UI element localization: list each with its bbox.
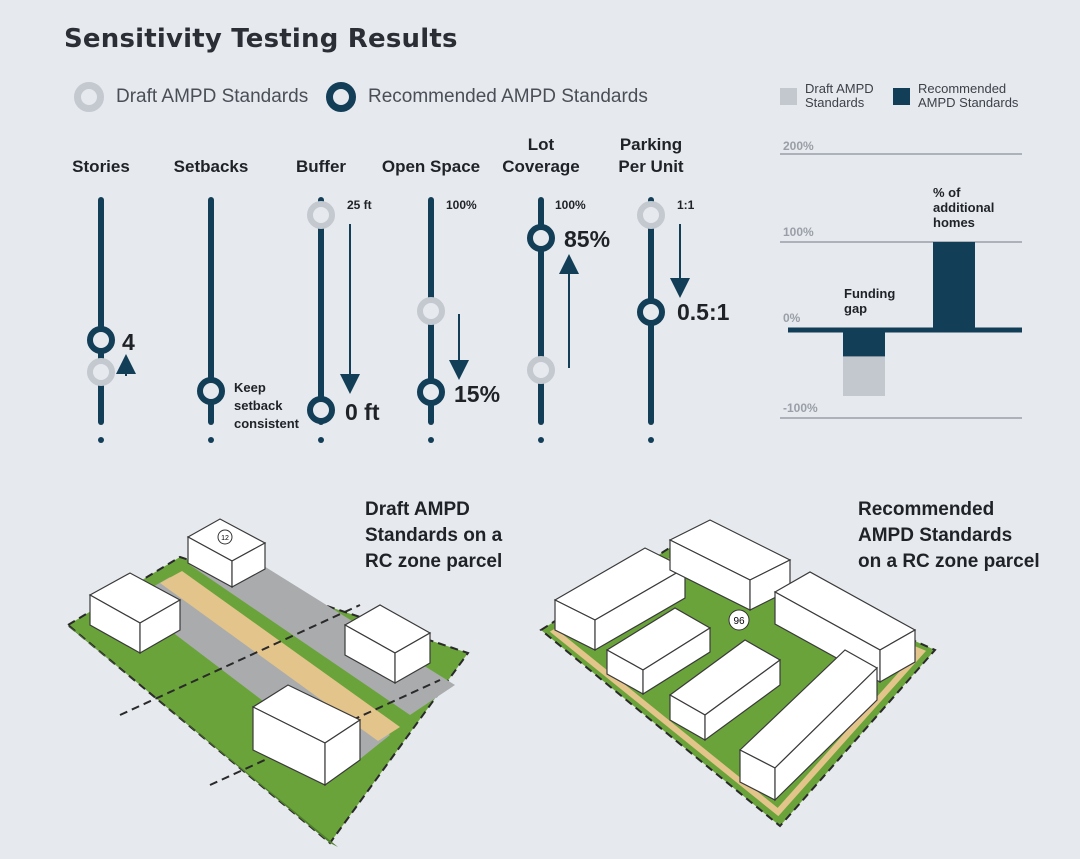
buffer-value: 0 ft (345, 399, 380, 425)
right-building-row-2 (668, 519, 792, 611)
right-building-row-1 (553, 547, 687, 652)
right-stories-badge: 96 (733, 616, 745, 627)
buffer-draft-knob (307, 201, 335, 229)
stories-label: Stories (72, 157, 130, 176)
lot-coverage-label-line1: Lot (527, 135, 555, 154)
stories-draft-knob (87, 358, 115, 386)
open-space-value: 15% (454, 381, 501, 407)
legend-draft: Draft AMPD Standards (74, 82, 308, 112)
right-caption: Recommended AMPD Standards on a RC zone … (858, 497, 1040, 575)
parking-label: Parking Per Unit (618, 134, 683, 178)
stories-value: 4 (122, 329, 135, 355)
setbacks-note: Keep setback consistent (234, 379, 299, 433)
stories-recommended-knob (87, 326, 115, 354)
chart-legend-rec-line1: Recommended (918, 81, 1007, 96)
lot-coverage-track-end (538, 437, 544, 443)
chart-legend-rec-line2: AMPD Standards (918, 95, 1019, 110)
setbacks-note-line3: consistent (234, 416, 300, 431)
left-lot-line-a (119, 604, 361, 716)
lot-coverage-value: 85% (564, 226, 611, 252)
funding-gap-line2: gap (844, 301, 868, 316)
left-building-4 (251, 684, 362, 787)
buffer-recommended-knob (307, 396, 335, 424)
y-tick-100: 100% (783, 225, 814, 239)
draft-site-illustration: 12 (66, 518, 470, 847)
setbacks-label: Setbacks (173, 157, 249, 176)
left-stories-badge-icon (217, 529, 233, 545)
draft-swatch-icon (780, 88, 797, 105)
right-stories-badge-icon (728, 609, 750, 631)
left-caption: Draft AMPD Standards on a RC zone parcel (365, 497, 502, 575)
setbacks-recommended-knob (197, 377, 225, 405)
open-space-recommended-knob (417, 378, 445, 406)
lot-coverage-draft-knob (527, 356, 555, 384)
right-caption-line2: AMPD Standards (858, 525, 1013, 546)
parking-label-line2: Per Unit (618, 157, 684, 176)
lot-coverage-label: Lot Coverage (502, 134, 579, 178)
chart-legend-draft-line2: Standards (805, 95, 865, 110)
setbacks-note-line1: Keep (234, 380, 266, 395)
parking-value: 0.5:1 (677, 299, 730, 325)
y-tick-200: 200% (783, 139, 814, 153)
left-caption-line1: Draft AMPD (365, 499, 470, 520)
stories-track-end (98, 437, 104, 443)
chart-legend-draft-line1: Draft AMPD (805, 81, 874, 96)
right-building-row-4 (738, 649, 878, 802)
setbacks-track-end (208, 437, 214, 443)
left-building-1 (88, 572, 182, 655)
right-building-court-a (605, 607, 712, 696)
recommended-swatch-icon (893, 88, 910, 105)
right-caption-line3: on a RC zone parcel (858, 551, 1040, 572)
bar-recommended-1 (933, 242, 975, 330)
open-space-top-value: 100% (446, 198, 477, 212)
left-building-3 (343, 604, 432, 685)
additional-homes-label: % of additional homes (933, 185, 994, 230)
setbacks-note-line2: setback (234, 398, 283, 413)
page-title: Sensitivity Testing Results (64, 24, 458, 54)
bar-recommended-0 (843, 330, 885, 357)
right-caption-line1: Recommended (858, 499, 995, 520)
left-stories-badge: 12 (221, 535, 229, 542)
buffer-top-value: 25 ft (347, 198, 372, 212)
left-drive-path (160, 571, 400, 741)
lot-coverage-top-value: 100% (555, 198, 586, 212)
y-tick-0: 0% (783, 311, 801, 325)
recommended-site-illustration: 96 (539, 519, 937, 828)
open-space-track-end (428, 437, 434, 443)
recommended-marker-icon (326, 82, 356, 112)
y-tick-neg100: -100% (783, 401, 818, 415)
parking-top-value: 1:1 (677, 198, 695, 212)
chart-legend-draft: Draft AMPD Standards (780, 82, 874, 110)
lot-coverage-recommended-knob (527, 224, 555, 252)
parking-draft-knob (637, 201, 665, 229)
additional-homes-line1: % of (933, 185, 961, 200)
legend-recommended: Recommended AMPD Standards (326, 82, 648, 112)
additional-homes-line2: additional (933, 200, 995, 215)
left-caption-line3: RC zone parcel (365, 551, 503, 572)
chart-legend-recommended: Recommended AMPD Standards (893, 82, 1018, 110)
slider-diagram (87, 197, 690, 443)
right-building-court-b (668, 639, 782, 742)
additional-homes-line3: homes (933, 215, 975, 230)
parking-label-line1: Parking (619, 135, 683, 154)
parking-track-end (648, 437, 654, 443)
legend-recommended-label: Recommended AMPD Standards (368, 86, 648, 107)
impact-bar-chart (780, 153, 1022, 419)
parking-recommended-knob (637, 298, 665, 326)
left-caption-line2: Standards on a (365, 525, 503, 546)
left-lot-line-b (209, 679, 441, 786)
open-space-draft-knob (417, 297, 445, 325)
draft-marker-icon (74, 82, 104, 112)
funding-gap-line1: Funding (844, 286, 896, 301)
legend-draft-label: Draft AMPD Standards (116, 86, 309, 107)
open-space-label: Open Space (381, 157, 481, 176)
funding-gap-label: Funding gap (844, 286, 895, 316)
buffer-label: Buffer (295, 157, 347, 176)
lot-coverage-label-line2: Coverage (502, 157, 580, 176)
buffer-track-end (318, 437, 324, 443)
